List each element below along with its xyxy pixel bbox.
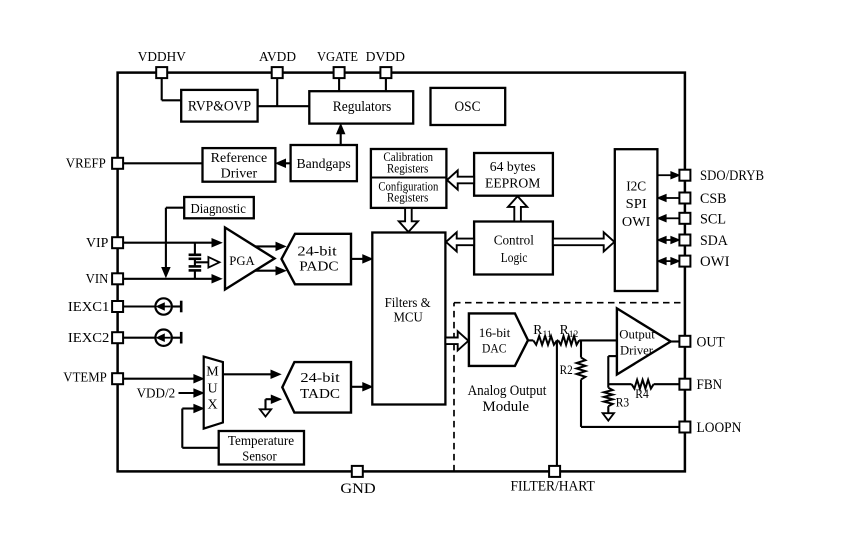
svg-text:RVP&OVP: RVP&OVP xyxy=(188,99,251,115)
svg-text:FBN: FBN xyxy=(697,377,723,393)
svg-text:IEXC1: IEXC1 xyxy=(68,300,110,315)
svg-text:EEPROM: EEPROM xyxy=(485,177,541,192)
svg-text:VREFP: VREFP xyxy=(66,157,106,172)
svg-text:12: 12 xyxy=(569,330,579,340)
svg-text:Diagnostic: Diagnostic xyxy=(191,201,246,216)
svg-text:Module: Module xyxy=(482,399,529,415)
svg-text:Driver: Driver xyxy=(221,167,258,182)
svg-text:16-bit: 16-bit xyxy=(479,325,511,340)
svg-text:11: 11 xyxy=(543,330,552,340)
svg-text:Calibration: Calibration xyxy=(383,150,433,164)
svg-text:Sensor: Sensor xyxy=(242,449,277,464)
svg-text:R: R xyxy=(560,322,569,337)
svg-text:U: U xyxy=(207,382,217,397)
svg-text:Output: Output xyxy=(619,327,655,342)
svg-text:SCL: SCL xyxy=(700,211,726,227)
svg-text:Bandgaps: Bandgaps xyxy=(297,157,351,172)
svg-text:AVDD: AVDD xyxy=(259,50,296,65)
svg-text:Configuration: Configuration xyxy=(378,179,438,193)
svg-text:Analog Output: Analog Output xyxy=(468,383,547,399)
svg-text:VIP: VIP xyxy=(86,236,109,251)
svg-text:VGATE: VGATE xyxy=(317,50,358,65)
svg-text:I2C: I2C xyxy=(626,179,646,194)
svg-text:X: X xyxy=(207,398,217,413)
svg-text:Filters &: Filters & xyxy=(385,295,431,310)
svg-text:FILTER/HART: FILTER/HART xyxy=(510,479,594,495)
svg-text:CSB: CSB xyxy=(700,191,727,207)
svg-text:OSC: OSC xyxy=(455,99,481,115)
svg-text:OWI: OWI xyxy=(622,215,651,230)
svg-text:DVDD: DVDD xyxy=(366,50,405,65)
svg-text:SDO/DRYB: SDO/DRYB xyxy=(700,168,764,184)
svg-text:SDA: SDA xyxy=(700,233,728,249)
svg-text:GND: GND xyxy=(340,481,375,497)
svg-text:Driver: Driver xyxy=(620,343,654,358)
svg-text:R3: R3 xyxy=(616,396,629,410)
svg-text:LOOPN: LOOPN xyxy=(697,420,742,436)
svg-text:R2: R2 xyxy=(560,363,573,377)
svg-text:24-bit: 24-bit xyxy=(297,244,337,259)
svg-text:M: M xyxy=(206,365,219,380)
svg-text:Reference: Reference xyxy=(211,151,268,166)
svg-text:Registers: Registers xyxy=(387,161,429,175)
svg-text:PGA: PGA xyxy=(229,254,255,268)
svg-text:VDD/2: VDD/2 xyxy=(137,387,176,402)
svg-text:Temperature: Temperature xyxy=(228,433,294,448)
svg-text:R: R xyxy=(533,322,542,337)
svg-text:24-bit: 24-bit xyxy=(300,370,340,385)
svg-text:Logic: Logic xyxy=(501,251,528,266)
svg-text:IEXC2: IEXC2 xyxy=(68,331,110,346)
svg-text:Control: Control xyxy=(494,234,534,249)
svg-text:PADC: PADC xyxy=(299,259,338,274)
svg-text:OWI: OWI xyxy=(700,254,730,270)
svg-text:VDDHV: VDDHV xyxy=(138,50,186,65)
svg-text:VIN: VIN xyxy=(86,272,109,287)
svg-text:Registers: Registers xyxy=(387,191,429,205)
svg-text:MCU: MCU xyxy=(393,310,422,325)
svg-text:R4: R4 xyxy=(635,387,649,401)
svg-text:SPI: SPI xyxy=(626,197,647,212)
svg-text:DAC: DAC xyxy=(482,341,507,356)
svg-text:Regulators: Regulators xyxy=(333,99,392,115)
svg-text:64 bytes: 64 bytes xyxy=(490,160,536,175)
svg-text:OUT: OUT xyxy=(697,334,725,350)
svg-text:TADC: TADC xyxy=(300,386,340,401)
svg-text:VTEMP: VTEMP xyxy=(63,370,107,385)
